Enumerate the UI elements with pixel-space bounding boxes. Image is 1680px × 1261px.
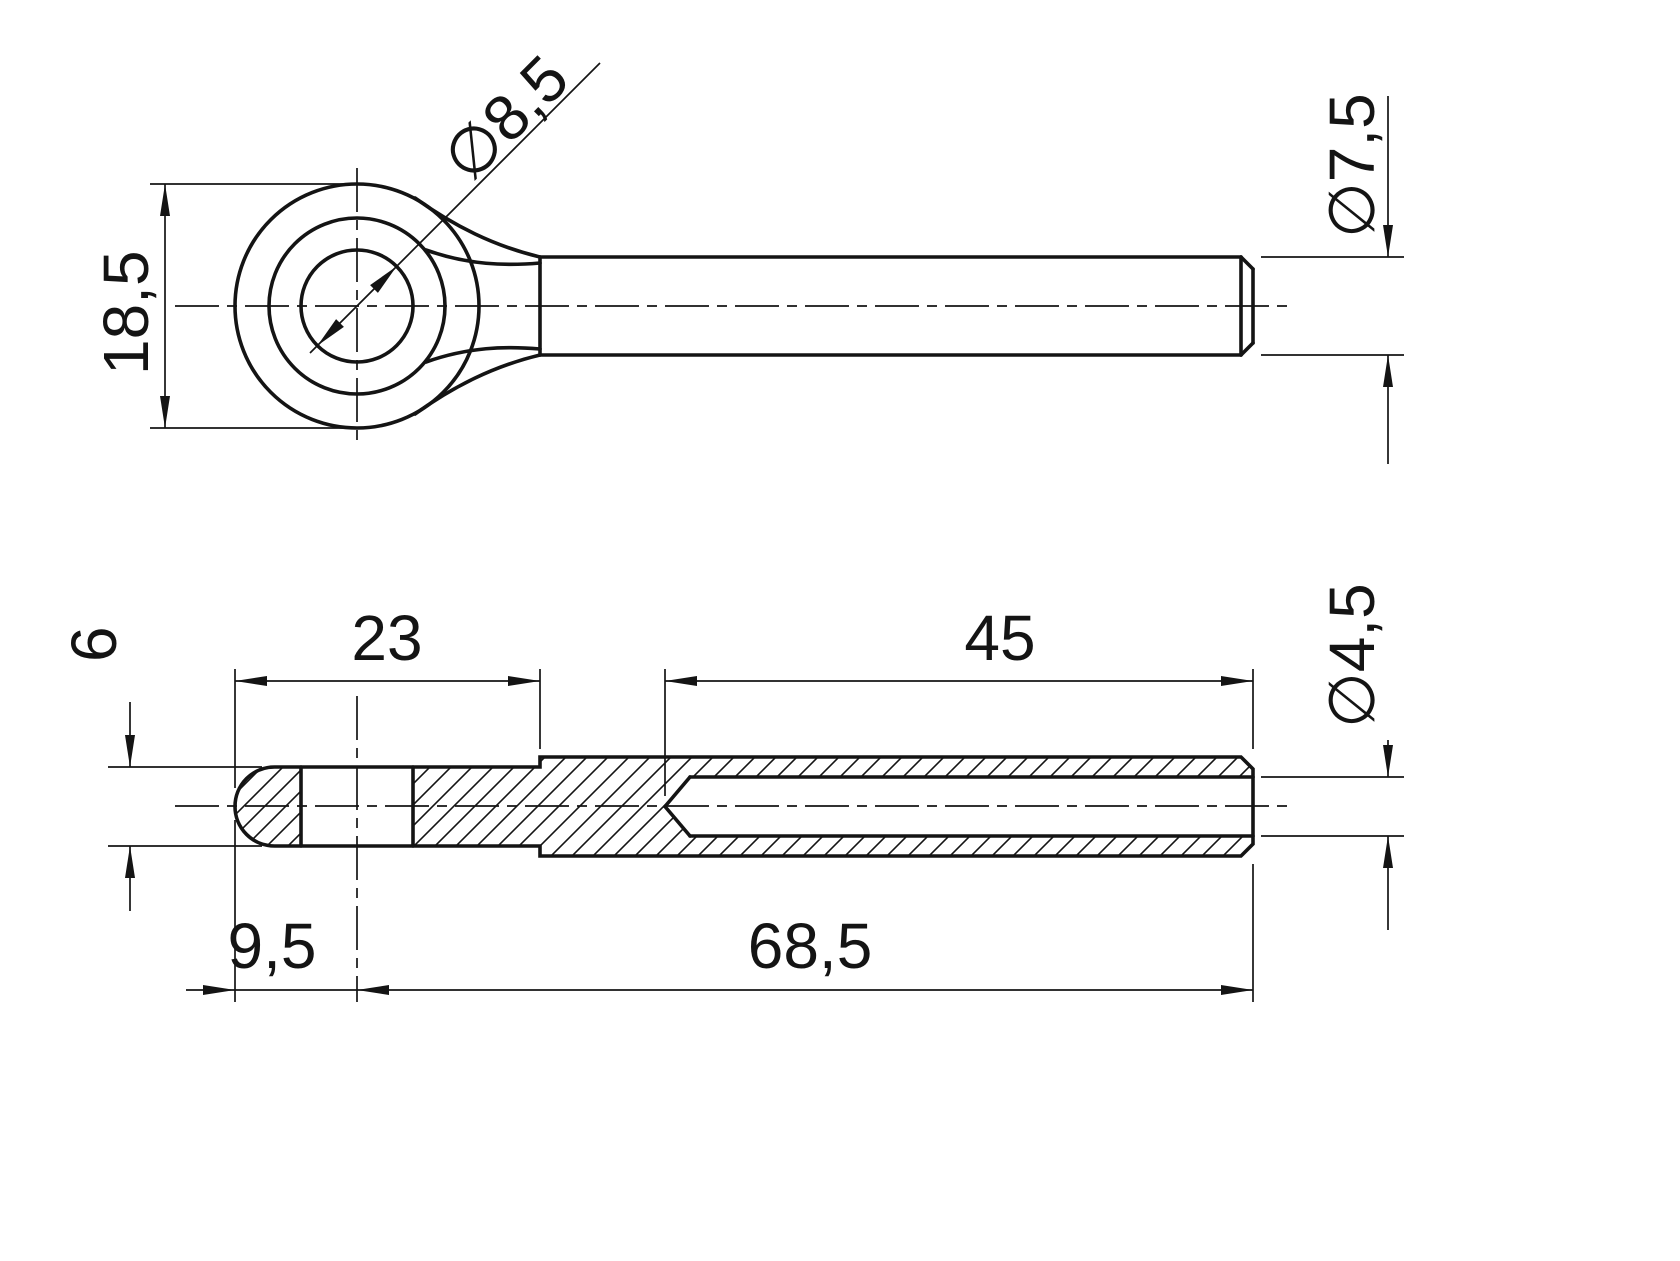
shank-outline [538, 255, 1255, 357]
eye-length-label: 23 [351, 602, 422, 674]
arrowhead [1383, 355, 1393, 387]
arrowhead [1383, 225, 1393, 257]
bore-outline [663, 775, 1255, 838]
transition-top-outer [413, 196, 542, 259]
dim-shank-diameter: ∅7,5 [1261, 93, 1404, 464]
arrowhead [317, 319, 344, 346]
thickness-label: 6 [58, 626, 130, 662]
arrowhead [1383, 836, 1393, 868]
hatch-eye-rear [413, 767, 540, 846]
eye-center-offset-label: 9,5 [228, 910, 317, 982]
arrowhead [1221, 985, 1253, 995]
arrowhead [125, 735, 135, 767]
bore-length-label: 45 [964, 602, 1035, 674]
arrowhead [235, 676, 267, 686]
dim-eye-length: 23 [234, 602, 541, 788]
arrowhead [160, 184, 170, 216]
hole-diameter-leader [309, 62, 601, 354]
front-view [175, 168, 1292, 446]
dim-length-chain: 9,5 68,5 [186, 820, 1254, 1002]
arrowhead [357, 985, 389, 995]
hatch-eye-tip [235, 767, 301, 846]
section-outline [233, 755, 1255, 858]
bore-diameter-label: ∅4,5 [1316, 583, 1388, 728]
dim-bore-length: 45 [664, 602, 1254, 796]
transition-bottom-inner [424, 345, 542, 364]
eye-hole-circle [299, 248, 415, 364]
arrowhead [1383, 745, 1393, 777]
shank-diameter-label: ∅7,5 [1316, 93, 1388, 238]
eye-width-label: 18,5 [90, 250, 162, 375]
shank-length-label: 68,5 [748, 910, 873, 982]
dim-bore-diameter: ∅4,5 [1261, 583, 1404, 930]
dim-eye-width: 18,5 [90, 183, 346, 429]
arrowhead [508, 676, 540, 686]
arrowhead [665, 676, 697, 686]
arrowhead [160, 396, 170, 428]
transition-top-inner [424, 248, 542, 267]
eye-outer-circle [233, 182, 481, 430]
arrowhead [125, 846, 135, 878]
arrowhead [370, 266, 397, 293]
eye-boss-circle [267, 216, 447, 396]
dim-thickness: 6 [58, 626, 262, 911]
section-view [175, 696, 1292, 1002]
arrowhead [1221, 676, 1253, 686]
transition-bottom-outer [413, 353, 542, 416]
arrowhead [203, 985, 235, 995]
